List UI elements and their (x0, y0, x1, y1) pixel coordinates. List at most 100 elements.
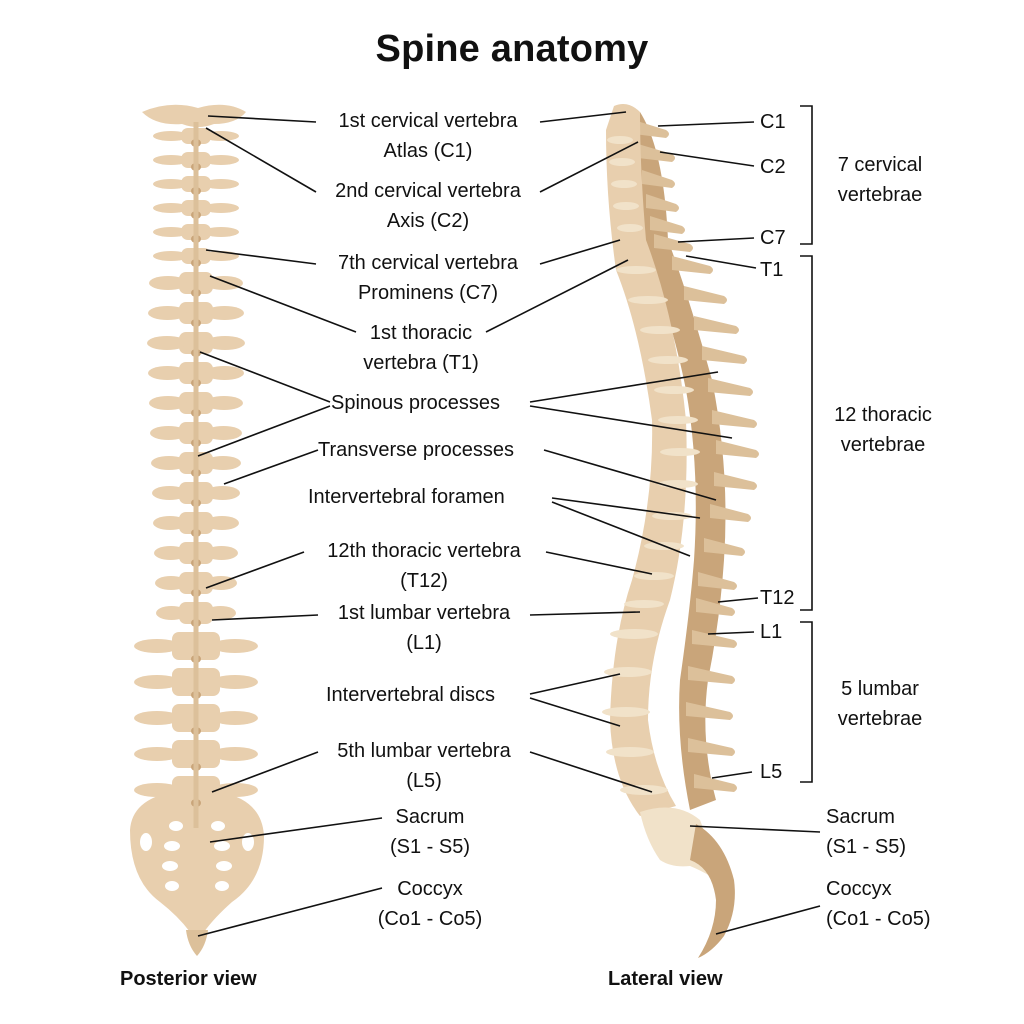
lateral-disc (648, 356, 688, 364)
lateral-disc (606, 747, 654, 757)
tag-l1: L1 (760, 621, 783, 643)
label-t12: 12th thoracic vertebra (T12) (304, 536, 544, 596)
lateral-spine (602, 104, 759, 958)
lateral-disc (607, 136, 633, 144)
lateral-disc (658, 480, 698, 488)
lateral-coccyx (690, 824, 735, 958)
lateral-disc (611, 180, 637, 188)
posterior-vertebra (153, 512, 239, 537)
tag-c7: C7 (760, 227, 786, 249)
lateral-disc (617, 224, 643, 232)
lateral-spinous-process (692, 630, 737, 648)
label-coccyx-line2: (Co1 - Co5) (377, 908, 483, 930)
lateral-disc (624, 600, 664, 608)
lateral-spinous-process (650, 216, 685, 234)
lateral-spinous-process (696, 598, 735, 616)
lateral-disc (613, 202, 639, 210)
label-c7-line1: 7th cervical vertebra (337, 252, 519, 274)
caption-posterior-view: Posterior view (120, 968, 257, 990)
lateral-disc (610, 629, 658, 639)
right-label-coccyx-line2: (Co1 - Co5) (826, 908, 931, 930)
label-l5-line2: (L5) (406, 770, 442, 792)
lateral-spinous-process (672, 256, 713, 274)
label-c1-line2: Atlas (C1) (383, 140, 473, 162)
posterior-sacrum (130, 789, 264, 932)
label-l1-line1: 1st lumbar vertebra (337, 602, 511, 624)
leader-lines (197, 105, 821, 937)
lateral-spinous-process (646, 194, 679, 212)
tag-t1: T1 (760, 259, 784, 281)
lateral-spinous-process (704, 538, 745, 556)
label-l1: 1st lumbar vertebra (L1) (318, 598, 530, 658)
lateral-disc (628, 296, 668, 304)
group-thoracic-line1: 12 thoracic (834, 404, 932, 426)
lateral-disc (634, 572, 674, 580)
lateral-spinous-process (710, 504, 751, 522)
group-thoracic: 12 thoracic vertebrae (818, 400, 948, 460)
right-label-sacrum: Sacrum (S1 - S5) (826, 802, 906, 862)
posterior-atlas (142, 104, 246, 127)
group-lumbar-line1: 5 lumbar (841, 678, 919, 700)
lateral-disc (660, 448, 700, 456)
lateral-spinous-process (694, 316, 739, 334)
label-c2-line1: 2nd cervical vertebra (335, 180, 521, 202)
label-c2-line2: Axis (C2) (386, 210, 470, 232)
right-label-sacrum-line2: (S1 - S5) (826, 836, 907, 858)
label-c2: 2nd cervical vertebra Axis (C2) (316, 176, 540, 236)
lateral-spinous-process (716, 440, 759, 458)
label-c7-line2: Prominens (C7) (357, 282, 499, 304)
lateral-spinous-process (634, 120, 669, 138)
lateral-spinous-process (694, 774, 737, 792)
lateral-spinous-process (712, 410, 757, 428)
right-label-coccyx-line1: Coccyx (826, 878, 892, 900)
tag-t12: T12 (760, 587, 795, 609)
lateral-spinous-process (702, 346, 747, 364)
right-label-coccyx: Coccyx (Co1 - Co5) (826, 874, 930, 934)
label-l5-line1: 5th lumbar vertebra (337, 740, 511, 762)
tag-c1: C1 (760, 111, 786, 133)
label-l5: 5th lumbar vertebra (L5) (318, 736, 530, 796)
lateral-spinous-process (642, 170, 675, 188)
lateral-disc (652, 512, 692, 520)
label-intervertebral-foramen: Intervertebral foramen (308, 486, 505, 508)
label-sacrum-line2: (S1 - S5) (389, 836, 471, 858)
label-t12-line1: 12th thoracic vertebra (327, 540, 521, 562)
posterior-spine (130, 104, 264, 956)
label-t1: 1st thoracic vertebra (T1) (346, 318, 496, 378)
posterior-vertebra (152, 482, 240, 507)
group-lumbar-line2: vertebrae (837, 708, 923, 730)
lateral-spinous-process (654, 234, 693, 252)
label-intervertebral-discs: Intervertebral discs (326, 684, 495, 706)
group-cervical-line1: 7 cervical (837, 154, 923, 176)
posterior-vertebra (153, 224, 239, 243)
lateral-spinous-process (684, 286, 727, 304)
lateral-spinous-process (686, 702, 733, 720)
lateral-spinous-process (708, 378, 753, 396)
label-t1-line2: vertebra (T1) (363, 352, 479, 374)
lateral-disc (654, 386, 694, 394)
label-sacrum-line1: Sacrum (395, 806, 465, 828)
group-thoracic-line2: vertebrae (840, 434, 926, 456)
caption-lateral-view: Lateral view (608, 968, 723, 990)
label-c1: 1st cervical vertebra Atlas (C1) (316, 106, 540, 166)
tag-c2: C2 (760, 156, 786, 178)
lateral-disc (602, 707, 650, 717)
lateral-spinous-process (688, 738, 735, 756)
sacral-foramina (140, 821, 254, 891)
label-l1-line2: (L1) (406, 632, 442, 654)
posterior-vertebra (156, 602, 236, 627)
group-lumbar: 5 lumbar vertebrae (820, 674, 940, 734)
posterior-vertebra (148, 362, 244, 387)
lateral-disc (658, 416, 698, 424)
group-cervical-line2: vertebrae (837, 184, 923, 206)
label-t1-line1: 1st thoracic (369, 322, 473, 344)
posterior-vertebra (149, 392, 243, 417)
lateral-disc (609, 158, 635, 166)
lateral-spinous-process (638, 144, 675, 162)
label-transverse-processes: Transverse processes (318, 439, 514, 461)
tag-l5: L5 (760, 761, 783, 783)
label-sacrum: Sacrum (S1 - S5) (382, 802, 478, 862)
lateral-disc (640, 326, 680, 334)
group-cervical: 7 cervical vertebrae (820, 150, 940, 210)
